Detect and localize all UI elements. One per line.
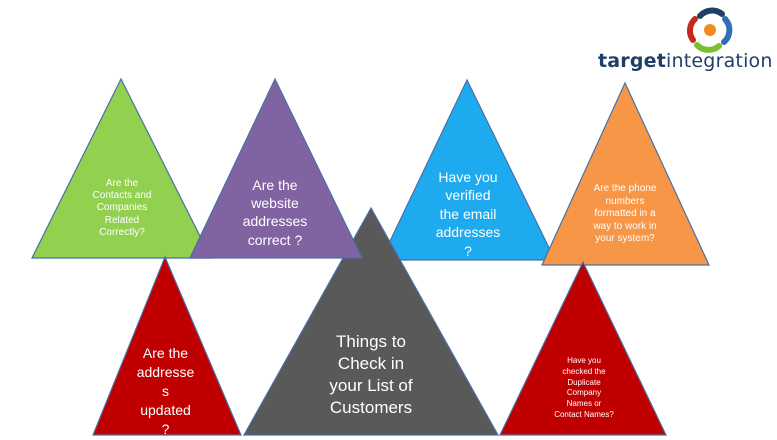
things-to-check-text: Things to Check in your List of Customer… <box>329 332 413 418</box>
contacts-related-text: Are the Contacts and Companies Related C… <box>92 178 152 238</box>
target-integration-logo: targetintegration <box>598 6 772 76</box>
logo-word-target: target <box>598 50 667 72</box>
website-addresses-text: Are the website addresses correct ? <box>242 177 308 248</box>
triangle-contacts-related <box>31 77 212 259</box>
triangle-website-addresses <box>189 77 363 259</box>
logo-word-integration: integration <box>666 50 773 72</box>
phone-format-text: Are the phone numbers formatted in a way… <box>593 183 657 244</box>
triangle-addresses-updated <box>92 255 242 436</box>
addresses-updated-text: Are the addresse s updated ? <box>136 345 195 437</box>
triangle-phone-format <box>541 81 710 266</box>
triangle-things-to-check <box>242 206 500 436</box>
logo-wordmark: targetintegration <box>598 50 773 72</box>
email-verified-text: Have you verified the email addresses ? <box>435 169 501 259</box>
triangle-duplicate-names <box>499 260 667 436</box>
triangle-email-verified <box>380 78 556 261</box>
duplicate-names-text: Have you checked the Duplicate Company N… <box>554 356 614 419</box>
target-logo-icon <box>686 7 733 53</box>
